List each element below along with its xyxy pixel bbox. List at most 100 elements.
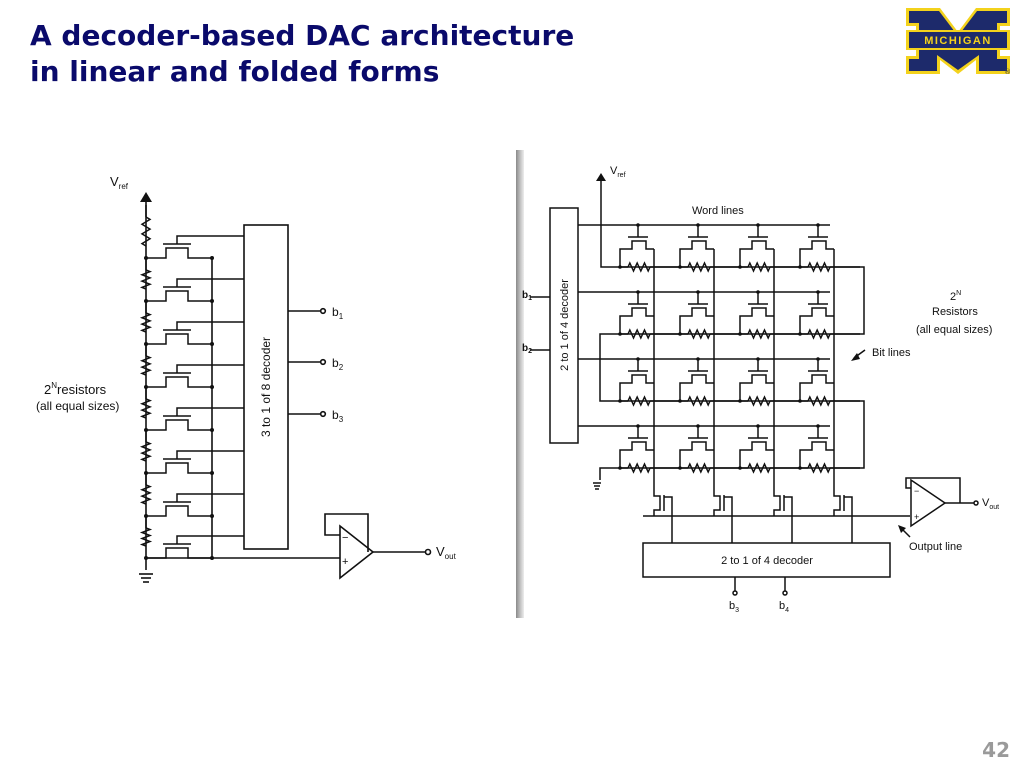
resistor-symbol xyxy=(139,269,153,290)
gate-wire xyxy=(176,364,244,373)
gate-wire xyxy=(176,321,244,330)
switch-transistor xyxy=(619,374,654,401)
column-switch xyxy=(773,490,781,516)
resistor-switch-array xyxy=(578,223,865,543)
switch-transistor xyxy=(739,374,774,401)
gate-wire xyxy=(176,493,244,502)
switch-transistor xyxy=(619,307,654,334)
linear-resistors-note: (all equal sizes) xyxy=(36,399,119,413)
switch-transistor xyxy=(739,441,774,468)
gate-wire xyxy=(176,235,244,244)
logo-band-inner xyxy=(909,32,1007,48)
gate-wire xyxy=(176,535,244,544)
linear-input-b2: b2 xyxy=(332,356,344,372)
title-line-2: in linear and folded forms xyxy=(30,55,440,88)
node-dot xyxy=(210,471,214,475)
output-line-label: Output line xyxy=(909,541,962,553)
page-number: 42 xyxy=(982,738,1010,762)
switch-transistor xyxy=(146,290,212,302)
switch-transistor xyxy=(146,247,212,259)
folded-vout-label: Vout xyxy=(982,497,999,511)
column-switch xyxy=(713,490,721,516)
switch-transistor xyxy=(739,307,774,334)
scan-edge xyxy=(516,150,524,618)
folded-resistors-note: (all equal sizes) xyxy=(916,324,992,336)
node-dot xyxy=(210,428,214,432)
gate-wire xyxy=(844,496,853,543)
column-switch xyxy=(833,490,841,516)
folded-resistors-exp: 2N xyxy=(950,290,961,303)
folded-opamp-minus: − xyxy=(914,486,919,496)
column-decoder-label: 2 to 1 of 4 decoder xyxy=(721,555,813,567)
folded-vref-label: Vref xyxy=(610,165,626,179)
ladder-stages xyxy=(139,205,244,560)
title-line-1: A decoder-based DAC architecture xyxy=(30,19,575,52)
folded-input-b3: b3 xyxy=(729,600,739,614)
folded-resistors-label: Resistors xyxy=(932,306,978,318)
linear-opamp-plus: + xyxy=(342,556,348,568)
logo-text: MICHIGAN xyxy=(924,35,992,47)
resistor-symbol xyxy=(139,312,153,333)
gate-wire xyxy=(784,496,793,543)
switch-transistor xyxy=(619,240,654,267)
gate-wire xyxy=(176,450,244,459)
column-switch xyxy=(653,490,661,516)
linear-input-b1: b1 xyxy=(332,305,344,321)
registered-mark: ® xyxy=(1004,68,1011,76)
node-dot xyxy=(756,223,760,227)
gate-wire xyxy=(724,496,733,543)
switch-transistor xyxy=(799,307,834,334)
switch-transistor xyxy=(619,441,654,468)
node-dot xyxy=(816,223,820,227)
gate-wire xyxy=(664,496,673,543)
node-dot xyxy=(210,556,214,560)
gate-wire xyxy=(176,278,244,287)
resistor-symbol xyxy=(140,216,152,247)
linear-resistors-label: 2Nresistors xyxy=(44,381,107,397)
switch-transistor xyxy=(799,240,834,267)
switch-transistor xyxy=(146,547,212,559)
switch-transistor xyxy=(146,505,212,517)
node-dot xyxy=(210,342,214,346)
switch-transistor xyxy=(146,333,212,345)
linear-vref-label: Vref xyxy=(110,174,129,191)
folded-opamp-plus: + xyxy=(914,512,919,522)
switch-transistor xyxy=(679,240,714,267)
linear-vout-label: Vout xyxy=(436,544,457,561)
switch-transistor xyxy=(799,441,834,468)
slide-title: A decoder-based DAC architecture in line… xyxy=(30,18,574,90)
resistor-string xyxy=(599,248,865,480)
switch-transistor xyxy=(146,419,212,431)
switch-transistor xyxy=(146,376,212,388)
linear-decoder-label: 3 to 1 of 8 decoder xyxy=(259,337,273,437)
resistor-symbol xyxy=(139,355,153,376)
resistor-symbol xyxy=(139,527,153,547)
switch-transistor xyxy=(679,307,714,334)
row-decoder-label: 2 to 1 of 4 decoder xyxy=(559,279,571,371)
folded-input-b1: b1 xyxy=(522,290,532,302)
switch-transistor xyxy=(679,441,714,468)
node-dot xyxy=(210,256,214,260)
michigan-logo: MICHIGAN xyxy=(906,8,1010,74)
linear-dac-diagram: Vref 2Nresistors (all equal sizes) 3 to … xyxy=(36,174,457,583)
switch-transistor xyxy=(146,462,212,474)
switch-transistor xyxy=(799,374,834,401)
folded-input-b4: b4 xyxy=(779,600,789,614)
node-dot xyxy=(210,514,214,518)
bit-lines-label: Bit lines xyxy=(872,347,911,359)
gate-wire xyxy=(176,407,244,416)
word-lines-label: Word lines xyxy=(692,205,744,217)
switch-transistor xyxy=(739,240,774,267)
node-dot xyxy=(696,223,700,227)
linear-opamp-minus: − xyxy=(342,532,348,544)
resistor-symbol xyxy=(139,441,153,462)
linear-input-b3: b3 xyxy=(332,408,344,424)
folded-dac-diagram: Vref Word lines 2 to 1 of 4 decoder b1 b… xyxy=(522,165,999,614)
switch-transistor xyxy=(679,374,714,401)
node-dot xyxy=(636,223,640,227)
node-dot xyxy=(210,385,214,389)
resistor-symbol xyxy=(139,398,153,419)
resistor-symbol xyxy=(139,484,153,505)
node-dot xyxy=(210,299,214,303)
folded-input-b2: b2 xyxy=(522,343,532,355)
